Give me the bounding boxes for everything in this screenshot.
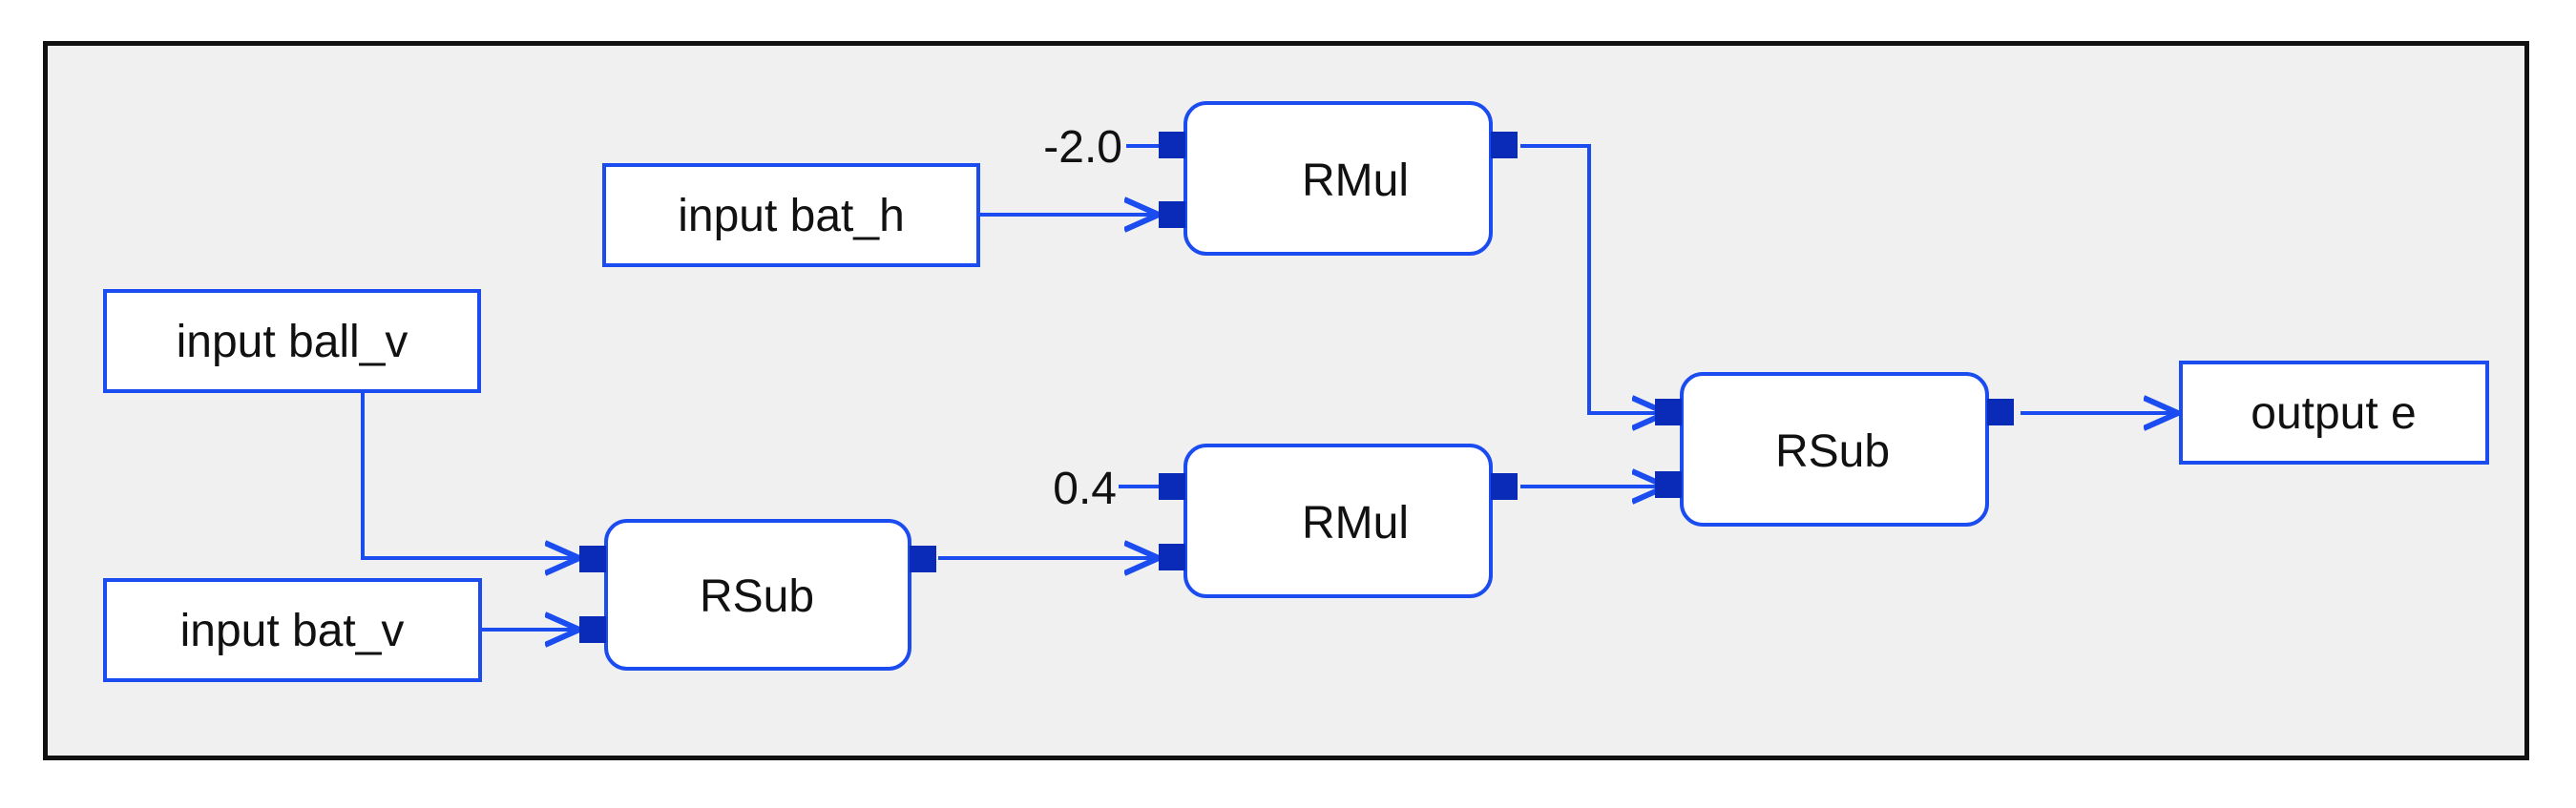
port-rmul-top-in-1[interactable] xyxy=(1159,132,1185,158)
port-rsub-right-out[interactable] xyxy=(1987,399,2014,425)
port-rmul-bottom-in-2[interactable] xyxy=(1159,544,1185,570)
node-output-e-label: output e xyxy=(2251,388,2416,439)
edge-ball-v-to-rsub-left xyxy=(361,391,579,558)
node-rmul-bottom[interactable]: RMul xyxy=(1183,444,1493,598)
port-rsub-left-in-2[interactable] xyxy=(579,616,606,643)
constant-neg-2: -2.0 xyxy=(1043,122,1122,173)
node-rsub-right[interactable]: RSub xyxy=(1680,372,1989,527)
node-input-bat-h[interactable]: input bat_h xyxy=(602,163,980,267)
port-rmul-bottom-in-1[interactable] xyxy=(1159,473,1185,500)
node-input-bat-v[interactable]: input bat_v xyxy=(103,578,482,682)
port-rmul-bottom-out[interactable] xyxy=(1491,473,1518,500)
node-rsub-left-label: RSub xyxy=(700,571,814,622)
node-rsub-right-label: RSub xyxy=(1775,426,1890,477)
node-input-ball-v[interactable]: input ball_v xyxy=(103,289,481,393)
port-rsub-left-in-1[interactable] xyxy=(579,546,606,572)
node-rmul-bottom-label: RMul xyxy=(1302,498,1409,549)
port-rmul-top-out[interactable] xyxy=(1491,132,1518,158)
node-input-ball-v-label: input ball_v xyxy=(177,317,408,367)
port-rsub-right-in-2[interactable] xyxy=(1655,471,1682,498)
node-rsub-left[interactable]: RSub xyxy=(604,519,911,671)
port-rmul-top-in-2[interactable] xyxy=(1159,201,1185,228)
node-input-bat-h-label: input bat_h xyxy=(678,191,905,241)
port-rsub-left-out[interactable] xyxy=(910,546,936,572)
node-rmul-top-label: RMul xyxy=(1302,155,1409,206)
edge-rmul-top-to-rsub-right xyxy=(1520,144,1666,413)
node-output-e[interactable]: output e xyxy=(2179,361,2489,465)
constant-0-4: 0.4 xyxy=(1053,464,1117,514)
node-input-bat-v-label: input bat_v xyxy=(180,606,405,656)
node-rmul-top[interactable]: RMul xyxy=(1183,101,1493,256)
port-rsub-right-in-1[interactable] xyxy=(1655,399,1682,425)
